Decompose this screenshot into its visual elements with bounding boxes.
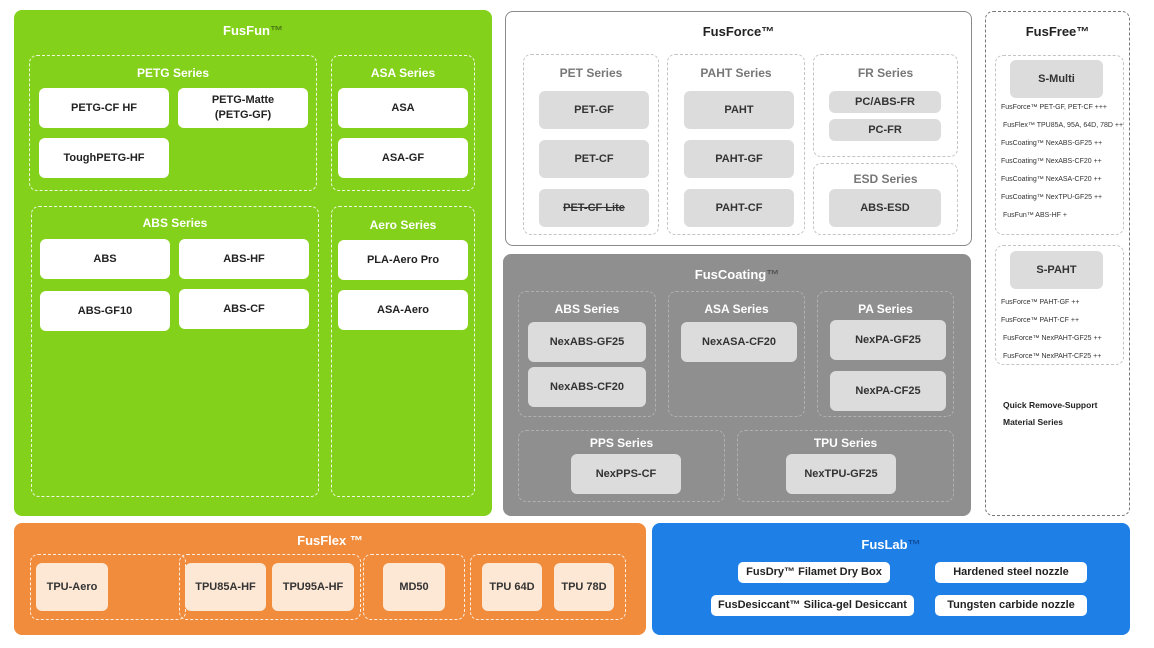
fusflex-panel: FusFlex ™ TPU-Aero TPU85A-HF TPU95A-HF M… [14,523,646,635]
md50-chip: MD50 [383,563,445,611]
petg-series-title: PETG Series [136,66,210,80]
tpu-78d-chip: TPU 78D [554,563,614,611]
s-multi-note-3: FusCoating™ NexABS-GF25 ++ [1001,140,1103,147]
asa-aero-chip: ASA-Aero [338,290,468,330]
coating-pa-series-title: PA Series [858,302,913,316]
fusdry-chip: FusDry™ Filamet Dry Box [738,562,890,583]
tpu95a-hf-chip: TPU95A-HF [272,563,354,611]
coating-tpu-series-title: TPU Series [813,436,878,450]
s-paht-group: S-PAHT FusForce™ PAHT-GF ++ FusForce™ PA… [995,245,1124,365]
paht-chip: PAHT [684,91,794,129]
s-paht-note-3: FusForce™ NexPAHT-GF25 ++ [1003,335,1102,342]
pet-gf-chip: PET-GF [539,91,649,129]
fusflex-group-3: MD50 [363,554,465,620]
s-multi-note-5: FusCoating™ NexASA-CF20 ++ [1001,176,1102,183]
petg-series-group: PETG Series PETG-CF HF PETG-Matte (PETG-… [29,55,317,191]
nextpu-gf25-chip: NexTPU-GF25 [786,454,896,494]
pc-fr-chip: PC-FR [829,119,941,141]
fuscoating-panel: FusCoating™ ABS Series NexABS-GF25 NexAB… [503,254,971,516]
pet-cf-chip: PET-CF [539,140,649,178]
pla-aero-pro-chip: PLA-Aero Pro [338,240,468,280]
s-paht-note-2: FusForce™ PAHT-CF ++ [1001,317,1080,324]
coating-asa-series-group: ASA Series NexASA-CF20 [668,291,805,417]
asa-chip: ASA [338,88,468,128]
coating-abs-series-title: ABS Series [554,302,620,316]
s-paht-note-4: FusForce™ NexPAHT-CF25 ++ [1003,353,1102,360]
paht-series-title: PAHT Series [700,66,772,80]
tpu-64d-chip: TPU 64D [482,563,542,611]
esd-series-title: ESD Series [853,172,918,186]
coating-pps-series-title: PPS Series [589,436,654,450]
s-multi-note-6: FusCoating™ NexTPU-GF25 ++ [1001,194,1103,201]
coating-pps-series-group: PPS Series NexPPS-CF [518,430,725,502]
paht-cf-chip: PAHT-CF [684,189,794,227]
abs-hf-chip: ABS-HF [179,239,309,279]
s-multi-chip: S-Multi [1010,60,1103,98]
fr-series-title: FR Series [857,66,914,80]
tpu85a-hf-chip: TPU85A-HF [185,563,266,611]
coating-pa-series-group: PA Series NexPA-GF25 NexPA-CF25 [817,291,954,417]
abs-series-group: ABS Series ABS ABS-HF ABS-GF10 ABS-CF [31,206,319,497]
asa-gf-chip: ASA-GF [338,138,468,178]
s-multi-note-1: FusForce™ PET-GF, PET-CF +++ [1001,104,1107,111]
petg-matte-chip: PETG-Matte (PETG-GF) [178,88,308,128]
fusfree-caption: Quick Remove-Support Material Series [1003,397,1097,431]
paht-gf-chip: PAHT-GF [684,140,794,178]
fusfree-panel: FusFree™ S-Multi FusForce™ PET-GF, PET-C… [985,11,1130,516]
s-paht-note-1: FusForce™ PAHT-GF ++ [1001,299,1080,306]
paht-series-group: PAHT Series PAHT PAHT-GF PAHT-CF [667,54,805,235]
fusforce-title: FusForce™ [702,24,775,39]
s-multi-group: S-Multi FusForce™ PET-GF, PET-CF +++ Fus… [995,55,1124,235]
nexpa-cf25-chip: NexPA-CF25 [830,371,946,411]
fusfun-panel: FusFun™ PETG Series PETG-CF HF PETG-Matt… [14,10,492,516]
abs-esd-chip: ABS-ESD [829,189,941,227]
pet-series-title: PET Series [559,66,623,80]
fusforce-panel: FusForce™ PET Series PET-GF PET-CF PET-C… [505,11,972,246]
fusflex-group-1: TPU-Aero [30,554,186,620]
tungsten-carbide-nozzle-chip: Tungsten carbide nozzle [935,595,1087,616]
pc-abs-fr-chip: PC/ABS-FR [829,91,941,113]
s-multi-note-7: FusFun™ ABS-HF + [1003,212,1067,219]
abs-chip: ABS [40,239,170,279]
fusfree-caption-line-1: Quick Remove-Support [1003,400,1098,410]
coating-tpu-series-group: TPU Series NexTPU-GF25 [737,430,954,502]
nexabs-cf20-chip: NexABS-CF20 [528,367,646,407]
s-multi-note-2: FusFlex™ TPU85A, 95A, 64D, 78D ++ [1003,122,1124,129]
tpu-aero-chip: TPU-Aero [36,563,108,611]
nexasa-cf20-chip: NexASA-CF20 [681,322,797,362]
fusfree-caption-line-2: Material Series [1003,417,1064,427]
toughpetg-hf-chip: ToughPETG-HF [39,138,169,178]
fuslab-title: FusLab™ [861,537,921,552]
fusflex-group-2: TPU85A-HF TPU95A-HF [179,554,361,620]
abs-gf10-chip: ABS-GF10 [40,291,170,331]
aero-series-title: Aero Series [369,218,437,232]
pet-series-group: PET Series PET-GF PET-CF PET-CF Lite [523,54,659,235]
abs-cf-chip: ABS-CF [179,289,309,329]
nexpa-gf25-chip: NexPA-GF25 [830,320,946,360]
abs-series-title: ABS Series [142,216,208,230]
coating-asa-series-title: ASA Series [704,302,769,316]
hardened-steel-nozzle-chip: Hardened steel nozzle [935,562,1087,583]
nexpps-cf-chip: NexPPS-CF [571,454,681,494]
fusflex-title: FusFlex ™ [297,533,363,548]
fusfun-title: FusFun™ [223,23,283,38]
fuslab-panel: FusLab™ FusDry™ Filamet Dry Box Hardened… [652,523,1130,635]
nexabs-gf25-chip: NexABS-GF25 [528,322,646,362]
s-multi-note-4: FusCoating™ NexABS-CF20 ++ [1001,158,1102,165]
esd-series-group: ESD Series ABS-ESD [813,163,958,235]
fr-series-group: FR Series PC/ABS-FR PC-FR [813,54,958,157]
fusfree-title: FusFree™ [1025,24,1090,39]
asa-series-group: ASA Series ASA ASA-GF [331,55,475,191]
fuscoating-title: FusCoating™ [694,267,780,282]
fusflex-group-4: TPU 64D TPU 78D [470,554,626,620]
asa-series-title: ASA Series [370,66,436,80]
s-paht-chip: S-PAHT [1010,251,1103,289]
petg-cf-hf-chip: PETG-CF HF [39,88,169,128]
pet-cf-lite-chip: PET-CF Lite [539,189,649,227]
fusdesiccant-chip: FusDesiccant™ Silica-gel Desiccant [711,595,914,616]
aero-series-group: Aero Series PLA-Aero Pro ASA-Aero [331,206,475,497]
coating-abs-series-group: ABS Series NexABS-GF25 NexABS-CF20 [518,291,656,417]
